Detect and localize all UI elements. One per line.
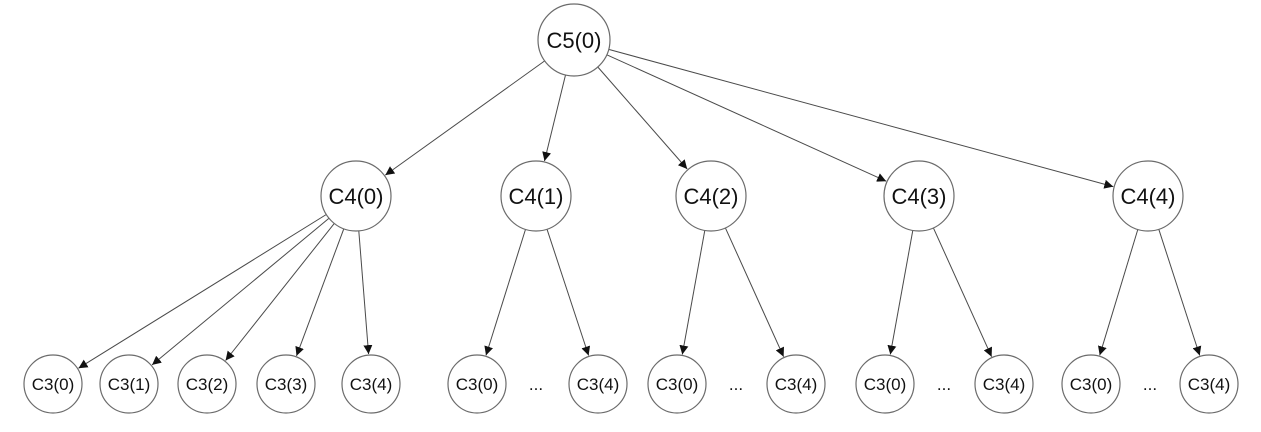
node-l2-3-0-label: C3(0) [864, 375, 907, 394]
edge-root-to-l1-4 [608, 48, 1114, 189]
edge-l1-0-to-l2-1 [151, 217, 330, 366]
node-l2-4-0-label: C3(0) [1070, 375, 1113, 394]
edge-root-to-l1-0 [385, 60, 545, 176]
node-l1-0-circle [320, 160, 392, 232]
node-l2-1-2-circle [568, 354, 628, 414]
node-l2-4-0: C3(0) [1061, 354, 1121, 414]
node-l2-2-2-circle [766, 354, 826, 414]
node-l2-0-4: C3(4) [341, 354, 401, 414]
node-l2-3-2-label: C3(4) [983, 375, 1026, 394]
node-l1-3: C4(3) [883, 160, 955, 232]
node-l2-0-0-label: C3(0) [32, 375, 75, 394]
node-l1-2-circle [675, 160, 747, 232]
node-l1-4-circle [1112, 160, 1184, 232]
node-l2-2-0-circle [647, 354, 707, 414]
node-l2-0-2-label: C3(2) [186, 375, 229, 394]
node-l2-4-2-circle [1179, 354, 1239, 414]
node-l1-3-label: C4(3) [891, 184, 946, 209]
node-l2-0-3-circle [256, 354, 316, 414]
edge-l1-1-to-l2-0 [484, 229, 526, 356]
nodes-layer: C5(0) C4(0) C4(1) C4(2) C4(3) C4(4) C3(0) C3(1)… [23, 3, 1239, 414]
node-l2-1-2: C3(4) [568, 354, 628, 414]
node-l1-1: C4(1) [500, 160, 572, 232]
edges-layer [78, 48, 1202, 369]
node-l1-0: C4(0) [320, 160, 392, 232]
edge-l1-2-to-l2-0 [679, 230, 706, 355]
node-l2-1-0: C3(0) [447, 354, 507, 414]
node-root-circle [537, 3, 611, 77]
node-l2-2-0-label: C3(0) [656, 375, 699, 394]
node-l1-1-circle [500, 160, 572, 232]
node-l1-2-label: C4(2) [683, 184, 738, 209]
node-l2-0-2: C3(2) [177, 354, 237, 414]
node-l2-1-0-circle [447, 354, 507, 414]
node-l2-4-2: C3(4) [1179, 354, 1239, 414]
ellipsis-label: ... [729, 375, 743, 394]
node-l1-2: C4(2) [675, 160, 747, 232]
node-l2-0-1: C3(1) [99, 354, 159, 414]
node-l2-0-3-label: C3(3) [265, 375, 308, 394]
node-l2-1-2-label: C3(4) [577, 375, 620, 394]
node-l2-3-2: C3(4) [974, 354, 1034, 414]
edge-l1-2-to-l2-2 [724, 227, 785, 357]
node-l2-0-4-circle [341, 354, 401, 414]
node-l2-2-2: C3(4) [766, 354, 826, 414]
node-l1-0-label: C4(0) [328, 184, 383, 209]
node-l2-0-0: C3(0) [23, 354, 83, 414]
ellipsis-label: ... [529, 375, 543, 394]
node-l2-2-2-label: C3(4) [775, 375, 818, 394]
node-l2-0-2-circle [177, 354, 237, 414]
edge-l1-3-to-l2-2 [932, 227, 993, 357]
node-l1-3-circle [883, 160, 955, 232]
edge-root-to-l1-2 [597, 66, 688, 170]
node-l2-0-3: C3(3) [256, 354, 316, 414]
node-l1-1-label: C4(1) [508, 184, 563, 209]
node-l2-2-0: C3(0) [647, 354, 707, 414]
node-l2-0-1-circle [99, 354, 159, 414]
node-l1-4-label: C4(4) [1120, 184, 1175, 209]
edge-l1-4-to-l2-2 [1158, 229, 1202, 356]
node-l2-3-0: C3(0) [855, 354, 915, 414]
node-l2-0-0-circle [23, 354, 83, 414]
edge-root-to-l1-1 [542, 74, 566, 162]
node-l2-0-4-label: C3(4) [350, 375, 393, 394]
node-l2-1-0-label: C3(0) [456, 375, 499, 394]
edge-l1-0-to-l2-0 [78, 214, 327, 369]
edge-l1-3-to-l2-0 [887, 230, 914, 355]
node-l2-3-0-circle [855, 354, 915, 414]
edge-l1-0-to-l2-3 [295, 228, 345, 357]
edge-l1-0-to-l2-4 [358, 230, 373, 355]
node-root-label: C5(0) [546, 28, 601, 53]
node-l1-4: C4(4) [1112, 160, 1184, 232]
node-l2-3-2-circle [974, 354, 1034, 414]
node-l2-4-2-label: C3(4) [1188, 375, 1231, 394]
edge-l1-0-to-l2-2 [225, 223, 335, 361]
ellipsis-label: ... [937, 375, 951, 394]
edge-root-to-l1-3 [606, 54, 887, 182]
edge-l1-4-to-l2-0 [1098, 229, 1139, 356]
ellipsis-label: ... [1143, 375, 1157, 394]
node-root: C5(0) [537, 3, 611, 77]
edge-l1-1-to-l2-2 [546, 229, 591, 356]
node-l2-4-0-circle [1061, 354, 1121, 414]
node-l2-0-1-label: C3(1) [108, 375, 151, 394]
